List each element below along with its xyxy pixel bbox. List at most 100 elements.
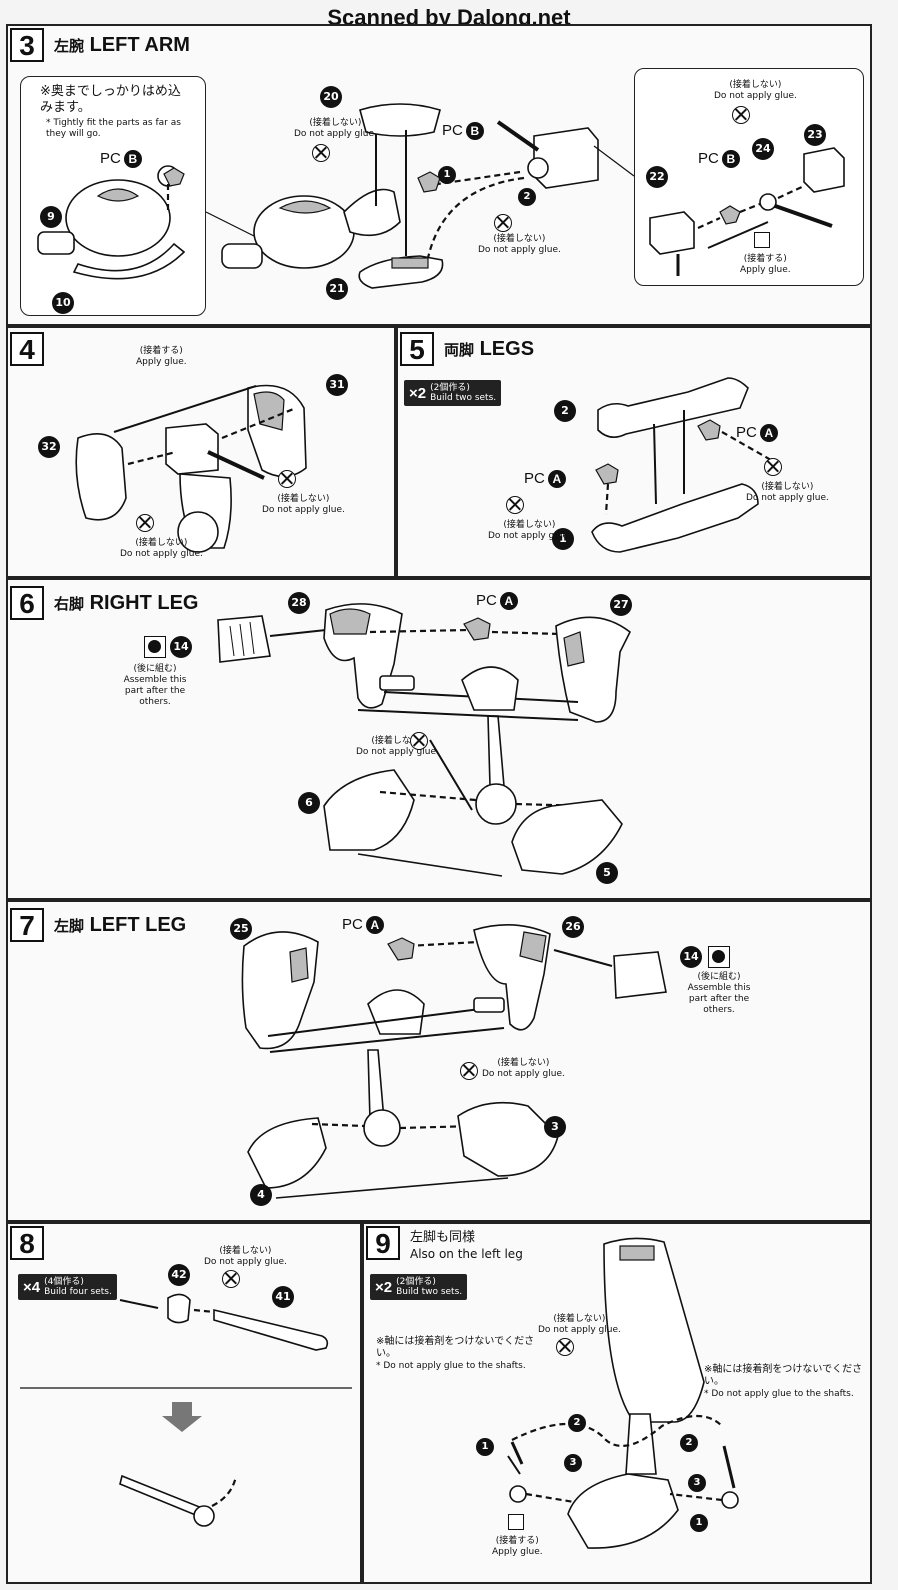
step-number: 5 — [400, 332, 434, 366]
step-title-jp: 左腕 — [54, 38, 85, 55]
step-title-en: RIGHT LEG — [89, 592, 199, 614]
pc-letter: A — [499, 592, 518, 610]
part-tag-23: 23 — [804, 124, 826, 146]
step-4-drawing — [75, 384, 307, 553]
part-tag-14: 14 — [170, 636, 192, 658]
assemble-later-icon — [708, 946, 730, 968]
part-tag-27: 27 — [610, 594, 632, 616]
step-title-en: Also on the left leg — [410, 1247, 523, 1261]
step-title-jp: 左脚も同様 — [410, 1230, 476, 1245]
part-tag-24: 24 — [752, 138, 774, 160]
step-title-en: LEGS — [479, 338, 535, 360]
no-glue-en: Do not apply glue. — [714, 91, 797, 101]
shaft-jp: ※軸には接着剤をつけないでください。 — [376, 1336, 535, 1359]
badge-en: Build two sets. — [396, 1287, 463, 1297]
arrow-step-3: 3 — [564, 1454, 582, 1472]
shaft-jp: ※軸には接着剤をつけないでください。 — [704, 1364, 863, 1387]
part-tag-9: 9 — [40, 206, 62, 228]
step-4-panel: 4 31 32 (接着する)Apply glue. (接着しない)Do not … — [6, 326, 396, 578]
arrow-step-2: 2 — [568, 1414, 586, 1432]
glue-note: (接着する)Apply glue. — [136, 346, 187, 368]
no-glue-en: Do not apply glue. — [356, 747, 439, 757]
step-9-drawing — [507, 1237, 739, 1549]
arrow-step-1: 1 — [690, 1514, 708, 1532]
part-tag-42: 42 — [168, 1264, 190, 1286]
no-glue-jp: (接着しない) — [497, 1058, 550, 1068]
pc-text: PC — [442, 122, 463, 139]
step-number: 9 — [366, 1226, 400, 1260]
glue-brush-icon — [508, 1514, 524, 1530]
no-glue-note: (接着しない)Do not apply glue. — [356, 736, 439, 758]
pc-text: PC — [476, 592, 497, 609]
no-glue-note: (接着しない)Do not apply glue. — [262, 494, 345, 516]
no-glue-jp: (接着しない) — [493, 234, 546, 244]
arrow-step-1: 1 — [476, 1438, 494, 1456]
part-tag-22: 22 — [646, 166, 668, 188]
glue-en: Apply glue. — [136, 357, 187, 367]
no-glue-icon — [506, 496, 524, 514]
part-tag-32: 32 — [38, 436, 60, 458]
no-glue-en: Do not apply glue. — [120, 549, 203, 559]
pc-letter: A — [759, 424, 778, 442]
no-glue-jp: (接着しない) — [219, 1246, 272, 1256]
pc-letter: A — [365, 916, 384, 934]
no-glue-icon — [312, 144, 330, 162]
step-title-jp: 右脚 — [54, 596, 85, 613]
no-glue-en: Do not apply glue. — [488, 531, 571, 541]
pc-letter: B — [123, 150, 142, 168]
part-tag-6: 6 — [298, 792, 320, 814]
badge-jp: (4個作る) — [44, 1277, 84, 1287]
part-tag-10: 10 — [52, 292, 74, 314]
no-glue-icon — [556, 1338, 574, 1356]
step-8-panel: 8 ×4 (4個作る)Build four sets. 41 42 (接着しない… — [6, 1222, 362, 1584]
badge-jp: (2個作る) — [396, 1277, 436, 1287]
no-glue-en: Do not apply glue. — [262, 505, 345, 515]
pc-text: PC — [736, 424, 757, 441]
assemble-later-note: (後に組む)Assemble this part after the other… — [120, 664, 190, 708]
part-tag-26: 26 — [562, 916, 584, 938]
no-glue-note: (接着しない)Do not apply glue. — [482, 1058, 565, 1080]
glue-brush-icon — [754, 232, 770, 248]
no-glue-jp: (接着しない) — [553, 1314, 606, 1324]
no-glue-icon — [278, 470, 296, 488]
step-3-panel: 3 左腕 LEFT ARM ※奥までしっかりはめ込みます。 * Tightly … — [6, 24, 872, 326]
no-glue-note: (接着しない)Do not apply glue. — [294, 118, 377, 140]
part-tag-41: 41 — [272, 1286, 294, 1308]
pc-text: PC — [524, 470, 545, 487]
bubble-note-en: * Tightly fit the parts as far as they w… — [46, 118, 181, 139]
step-number: 8 — [10, 1226, 44, 1260]
step-title: 左脚 LEFT LEG — [54, 914, 186, 937]
part-tag-20: 20 — [320, 86, 342, 108]
step-5-drawing — [591, 377, 779, 553]
no-glue-note: (接着しない)Do not apply glue. — [120, 538, 203, 560]
shaft-en: * Do not apply glue to the shafts. — [704, 1389, 854, 1399]
pc-letter: B — [721, 150, 740, 168]
glue-note: (接着する)Apply glue. — [492, 1536, 543, 1558]
shaft-en: * Do not apply glue to the shafts. — [376, 1361, 526, 1371]
pc-text: PC — [698, 150, 719, 167]
no-glue-icon — [732, 106, 750, 124]
badge-multiplier: ×2 — [375, 1278, 393, 1296]
no-glue-en: Do not apply glue. — [746, 493, 829, 503]
no-glue-jp: (接着しない) — [135, 538, 188, 548]
shaft-note-left: ※軸には接着剤をつけないでください。 * Do not apply glue to… — [376, 1336, 546, 1372]
step-8-drawing — [20, 1293, 352, 1527]
step-title-en: LEFT ARM — [89, 34, 190, 56]
badge-multiplier: ×4 — [23, 1278, 41, 1296]
assemble-later-note: (後に組む)Assemble this part after the other… — [684, 972, 754, 1016]
no-glue-note: (接着しない)Do not apply glue. — [746, 482, 829, 504]
later-en: Assemble this part after the others. — [687, 983, 751, 1015]
step-title: 右脚 RIGHT LEG — [54, 592, 198, 615]
part-tag-25: 25 — [230, 918, 252, 940]
assemble-later-icon — [144, 636, 166, 658]
pc-letter: B — [465, 122, 484, 140]
no-glue-note: (接着しない)Do not apply glue. — [478, 234, 561, 256]
glue-jp: (接着する) — [743, 254, 787, 264]
pc-text: PC — [342, 916, 363, 933]
